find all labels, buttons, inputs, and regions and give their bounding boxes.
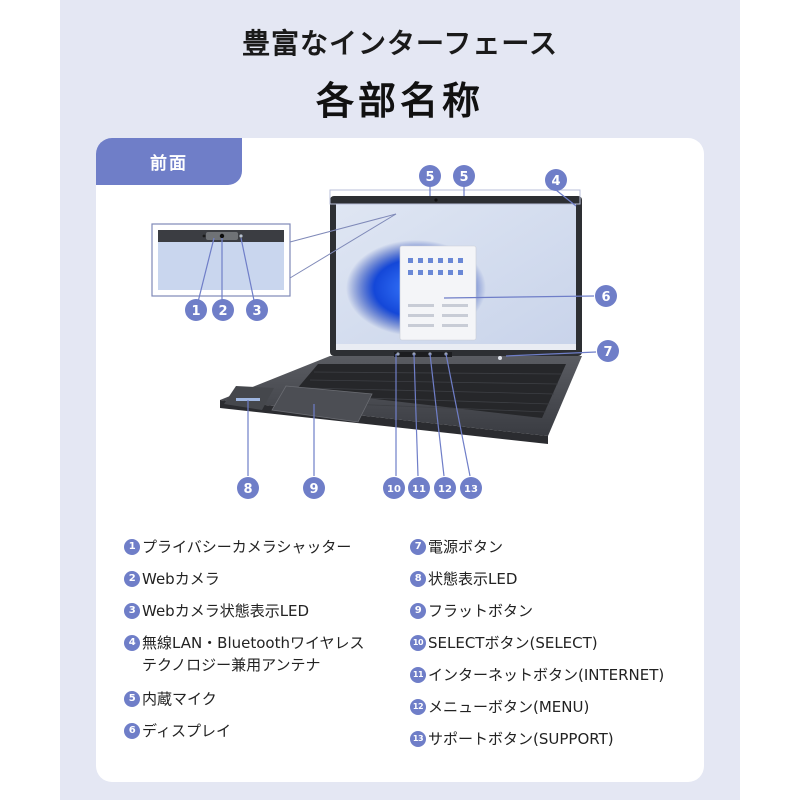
- svg-text:11: 11: [412, 484, 426, 495]
- page-subtitle: 各部名称: [315, 79, 484, 123]
- legend-item-13: 13 サポートボタン(SUPPORT): [410, 728, 614, 750]
- callout-2: 2: [212, 299, 234, 321]
- legend-item-6: 6 ディスプレイ: [124, 720, 231, 742]
- callout-badges: 1 2 3 4 5 5 6 7 8 9 10 11 12 13: [185, 165, 619, 499]
- page-title: 豊富なインターフェース: [242, 27, 558, 60]
- legend-label: メニューボタン(MENU): [428, 698, 590, 716]
- svg-text:6: 6: [601, 290, 610, 305]
- callout-12: 12: [434, 477, 456, 499]
- legend-item-4: 4 無線LAN・Bluetoothワイヤレス テクノロジー兼用アンテナ: [124, 632, 365, 676]
- legend-number: 1: [124, 539, 140, 555]
- legend-item-10: 10 SELECTボタン(SELECT): [410, 632, 598, 654]
- legend-item-9: 9 フラットボタン: [410, 600, 533, 622]
- legend-number: 7: [410, 539, 426, 555]
- svg-text:13: 13: [464, 484, 478, 495]
- legend-number: 11: [410, 667, 426, 683]
- legend-item-12: 12 メニューボタン(MENU): [410, 696, 589, 718]
- svg-text:10: 10: [387, 484, 401, 495]
- callout-4: 4: [545, 169, 567, 191]
- callout-1: 1: [185, 299, 207, 321]
- callout-11: 11: [408, 477, 430, 499]
- legend-number: 9: [410, 603, 426, 619]
- legend-number: 2: [124, 571, 140, 587]
- laptop-lid: [330, 196, 582, 356]
- legend-number: 5: [124, 691, 140, 707]
- legend-item-1: 1 プライバシーカメラシャッター: [124, 536, 351, 558]
- callout-3: 3: [246, 299, 268, 321]
- svg-text:2: 2: [218, 304, 227, 319]
- webcam-lens: [219, 233, 225, 239]
- svg-text:3: 3: [252, 304, 261, 319]
- legend-label: 無線LAN・Bluetoothワイヤレス テクノロジー兼用アンテナ: [142, 634, 365, 674]
- touchpad: [271, 385, 373, 423]
- status-led-strip: [236, 398, 260, 401]
- legend-item-5: 5 内蔵マイク: [124, 688, 217, 710]
- legend-item-2: 2 Webカメラ: [124, 568, 220, 590]
- legend-label: プライバシーカメラシャッター: [142, 538, 352, 556]
- laptop-base: [220, 352, 582, 444]
- legend-item-8: 8 状態表示LED: [410, 568, 517, 590]
- svg-text:4: 4: [551, 174, 560, 189]
- legend-label: 内蔵マイク: [142, 690, 217, 708]
- svg-text:12: 12: [438, 484, 452, 495]
- svg-text:1: 1: [191, 304, 200, 319]
- legend-item-3: 3 Webカメラ状態表示LED: [124, 600, 309, 622]
- svg-text:8: 8: [243, 482, 252, 497]
- callout-6: 6: [595, 285, 617, 307]
- section-tab-front: 前面: [96, 138, 242, 185]
- legend-label: ディスプレイ: [142, 722, 231, 740]
- laptop-figure: [151, 186, 597, 477]
- legend-number: 8: [410, 571, 426, 587]
- legend-number: 4: [124, 635, 140, 651]
- legend-label: 状態表示LED: [428, 570, 518, 588]
- legend-label: フラットボタン: [428, 602, 534, 620]
- svg-text:5: 5: [459, 170, 468, 185]
- legend-label: インターネットボタン(INTERNET): [428, 666, 665, 684]
- legend-label: 電源ボタン: [428, 538, 504, 556]
- camera-zoom-inset: [151, 213, 397, 311]
- legend-number: 10: [410, 635, 426, 651]
- legend-label: サポートボタン(SUPPORT): [428, 730, 614, 748]
- callout-10: 10: [383, 477, 405, 499]
- callout-7: 7: [597, 340, 619, 362]
- webcam-led: [239, 234, 243, 238]
- legend-label: Webカメラ状態表示LED: [142, 602, 310, 620]
- power-button: [498, 356, 502, 360]
- legend-item-11: 11 インターネットボタン(INTERNET): [410, 664, 664, 686]
- legend-item-7: 7 電源ボタン: [410, 536, 503, 558]
- legend-number: 13: [410, 731, 426, 747]
- legend-number: 6: [124, 723, 140, 739]
- callout-9: 9: [303, 477, 325, 499]
- legend-label: Webカメラ: [142, 570, 220, 588]
- legend-number: 3: [124, 603, 140, 619]
- callout-8: 8: [237, 477, 259, 499]
- legend-number: 12: [410, 699, 426, 715]
- legend-label: SELECTボタン(SELECT): [428, 634, 598, 652]
- bezel-highlight: [329, 189, 581, 205]
- svg-text:9: 9: [309, 482, 318, 497]
- callout-5-left: 5: [419, 165, 441, 187]
- callout-13: 13: [460, 477, 482, 499]
- content-card: 前面: [96, 138, 704, 782]
- svg-text:5: 5: [425, 170, 434, 185]
- svg-text:7: 7: [603, 345, 612, 360]
- callout-5-right: 5: [453, 165, 475, 187]
